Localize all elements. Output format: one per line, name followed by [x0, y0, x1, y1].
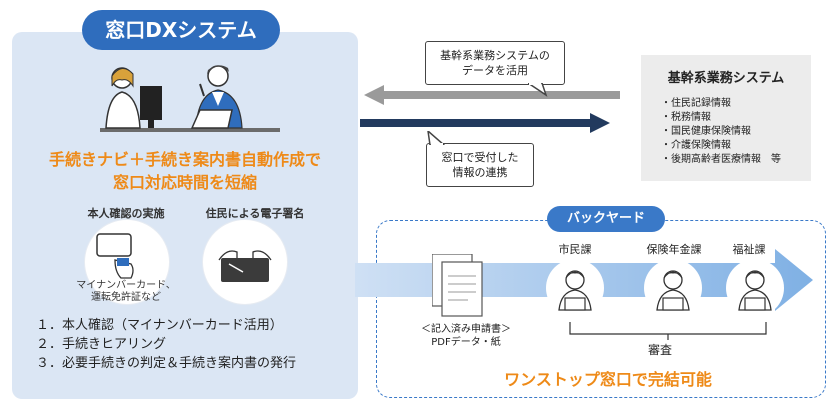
callout-data-usage: 基幹系業務システムの データを活用 [425, 41, 565, 85]
esign-illustration [202, 219, 288, 305]
core-system-title: 基幹系業務システム [667, 71, 785, 86]
core-item: ・税務情報 [661, 112, 711, 123]
card-reader-icon [96, 233, 134, 279]
core-item: ・国民健康保険情報 [661, 126, 751, 137]
staff-icon [546, 259, 604, 317]
core-item: ・介護保険情報 [661, 140, 731, 151]
tablet-sign-icon [218, 250, 272, 282]
staff-icon [644, 259, 702, 317]
headline-line-1: 手続きナビ＋手続き案内書自動作成で [48, 150, 321, 169]
staff-icon [726, 259, 784, 317]
step-item: １．本人確認（マイナンバーカード活用） [36, 318, 283, 333]
core-item: ・住民記録情報 [661, 98, 731, 109]
system-title-badge: 窓口DXシステム [82, 10, 280, 50]
backyard-title-badge: バックヤード [547, 206, 665, 232]
callout-top-line-1: 基幹系業務システムの [440, 49, 550, 62]
steps-list: １．本人確認（マイナンバーカード活用） ２．手続きヒアリング ３．必要手続きの判… [36, 316, 346, 373]
document-label: ＜記入済み申請書＞ PDFデータ・紙 [410, 323, 522, 349]
review-label: 審査 [647, 343, 672, 357]
callout-info-linkage: 窓口で受付した 情報の連携 [426, 143, 534, 187]
department-label: 福祉課 [732, 243, 766, 256]
window-system-panel [12, 32, 358, 399]
application-document-icon [432, 254, 483, 317]
callout-bottom-tail [427, 131, 446, 145]
step-item: ３．必要手続きの判定＆手続き案内書の発行 [36, 356, 297, 371]
esign-label: 住民による電子署名 [205, 207, 305, 220]
callout-top-line-2: データを活用 [462, 64, 528, 77]
headline: 手続きナビ＋手続き案内書自動作成で 窓口対応時間を短縮 [20, 148, 350, 194]
core-item: ・後期高齢者医療情報 等 [661, 154, 781, 165]
document-label-line-1: ＜記入済み申請書＞ [421, 324, 511, 335]
card-note-line-2: 運転免許証など [91, 292, 161, 303]
id-check-label: 本人確認の実施 [87, 207, 165, 220]
staff-and-resident-illustration [100, 65, 280, 132]
review-bracket [569, 322, 767, 340]
step-item: ２．手続きヒアリング [36, 337, 167, 352]
data-flow-arrows [360, 85, 620, 133]
department-label: 保険年金課 [646, 243, 702, 256]
callout-bottom-line-2: 情報の連携 [452, 166, 508, 179]
card-note-line-1: マイナンバーカード、 [76, 280, 176, 291]
card-note: マイナンバーカード、 運転免許証など [66, 280, 186, 304]
document-label-line-2: PDFデータ・紙 [431, 337, 501, 348]
callout-bottom-line-1: 窓口で受付した [441, 151, 519, 164]
core-system-items: ・住民記録情報 ・税務情報 ・国民健康保険情報 ・介護保険情報 ・後期高齢者医療… [661, 97, 811, 167]
department-label: 市民課 [558, 243, 592, 256]
id-check-illustration [84, 219, 170, 305]
one-stop-footer: ワンストップ窓口で完結可能 [504, 370, 712, 389]
core-system-box: 基幹系業務システム ・住民記録情報 ・税務情報 ・国民健康保険情報 ・介護保険情… [641, 55, 811, 181]
arrow-right-navy [360, 113, 610, 133]
callout-top-tail [528, 83, 548, 97]
headline-line-2: 窓口対応時間を短縮 [112, 173, 257, 192]
arrow-left-gray [364, 85, 620, 105]
